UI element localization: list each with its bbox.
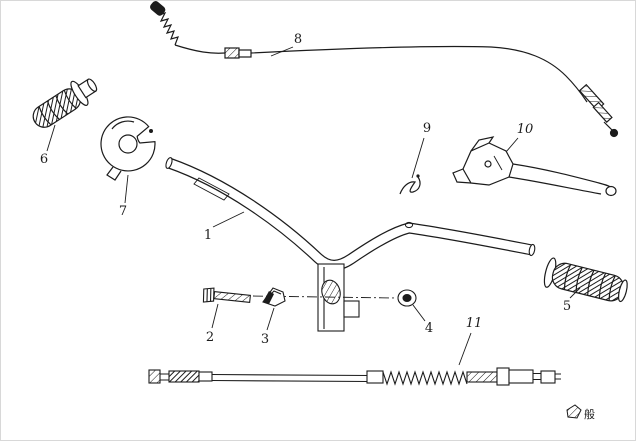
leader-line-5 [569, 287, 581, 299]
part-label-9: 9 [423, 121, 431, 136]
lever-mount-block [462, 142, 514, 186]
part-brake-lever [452, 136, 617, 197]
cable-threaded-rod [168, 370, 200, 383]
part-throttle-cable [150, 1, 619, 138]
cable-right-end [540, 370, 556, 384]
leader-line-11 [458, 332, 472, 366]
part-retaining-clip [399, 174, 421, 195]
leader-line-1 [212, 211, 245, 228]
cable-spring [382, 370, 468, 386]
lever-pivot-hole [484, 160, 492, 168]
part-left-grip [32, 78, 98, 128]
part-label-2: 2 [206, 330, 214, 345]
cable-spring-coil [158, 11, 179, 46]
leader-line-2 [211, 303, 219, 329]
leader-line-9 [411, 137, 425, 179]
cable-adjuster [466, 371, 498, 383]
cable-left-end [148, 369, 161, 384]
stamp-glyph: 般 [584, 408, 595, 421]
leader-line-3 [266, 307, 275, 331]
leader-line-8 [270, 46, 294, 57]
part-lever-bracket [100, 116, 156, 181]
bolt-threads [213, 291, 251, 303]
leader-line-7 [124, 174, 129, 204]
part-label-8: 8 [294, 32, 302, 47]
handlebar-left-end [165, 157, 173, 169]
bracket-knurl-boss [321, 279, 341, 305]
part-label-6: 6 [40, 152, 48, 167]
part-right-grip [543, 257, 628, 303]
part-label-7: 7 [119, 204, 127, 219]
stamp-arrow-icon [566, 404, 582, 419]
part-label-4: 4 [425, 321, 433, 336]
part-label-10: 10 [517, 122, 534, 137]
leader-line-10 [505, 137, 519, 153]
leader-lines [46, 46, 581, 366]
cable-adjuster [224, 47, 240, 59]
cable-barrel-end [609, 128, 619, 138]
stamp-mark: 般 [566, 404, 595, 421]
part-labels: 1 2 3 4 5 6 7 8 9 10 11 [40, 32, 571, 347]
handlebar-hole [404, 221, 414, 229]
part-brake-cable [148, 367, 561, 386]
bolt-head [202, 287, 215, 303]
leader-line-6 [46, 124, 56, 152]
part-label-11: 11 [466, 316, 483, 331]
handlebar-right-end [528, 243, 536, 257]
lever-ball-end [605, 185, 617, 197]
part-bolt [202, 287, 251, 303]
part-label-3: 3 [261, 332, 269, 347]
lever-blade [512, 163, 613, 189]
cable-end-fitting [150, 1, 166, 16]
cable-housing [211, 373, 370, 383]
part-cone-nut [262, 287, 286, 307]
handlebar-slot-detail [193, 177, 230, 201]
part-label-5: 5 [563, 299, 571, 314]
part-label-1: 1 [204, 228, 212, 243]
part-flange-nut [397, 289, 417, 307]
cable-junction [366, 370, 384, 384]
leader-line-4 [412, 304, 426, 322]
